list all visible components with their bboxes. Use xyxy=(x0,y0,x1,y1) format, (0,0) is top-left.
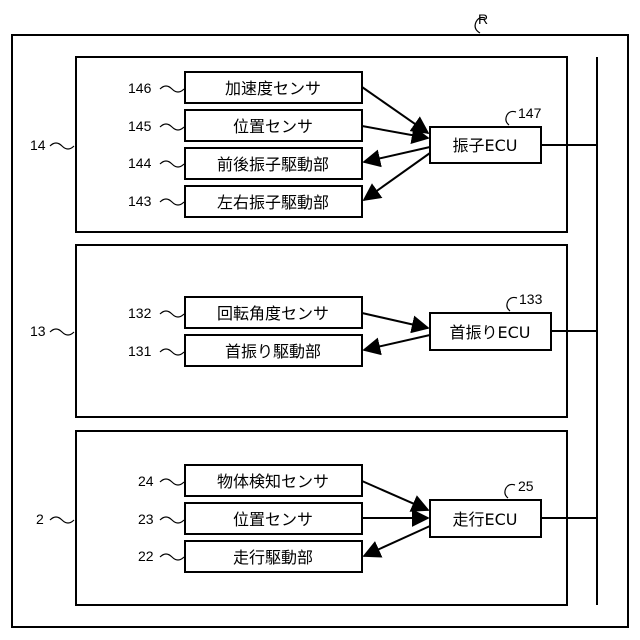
block-label: 前後振子駆動部 xyxy=(217,155,329,174)
ecu-label: 走行ECU xyxy=(453,510,518,529)
group-14: 14 146 加速度センサ 145 位置センサ 144 前後振子駆動部 143 … xyxy=(30,57,597,232)
item-ref-leader xyxy=(160,311,184,317)
ecu-label: 振子ECU xyxy=(453,136,518,155)
group-ref-leader xyxy=(50,143,74,149)
ecu-ref-label: 133 xyxy=(519,291,543,307)
item-ref-leader xyxy=(160,199,184,205)
ecu-ref-leader xyxy=(505,484,515,498)
arrow-sensor-to-ecu xyxy=(362,313,428,328)
arrow-ecu-to-drive xyxy=(364,335,430,350)
item-ref-leader xyxy=(160,479,184,485)
item-ref-label: 132 xyxy=(128,305,152,321)
block-label: 回転角度センサ xyxy=(217,304,329,323)
item-ref-leader xyxy=(160,124,184,130)
arrow-sensor-to-ecu xyxy=(362,87,428,133)
item-ref-leader xyxy=(160,161,184,167)
item-ref-label: 23 xyxy=(138,511,154,527)
item-ref-label: 145 xyxy=(128,118,152,134)
group-2: 2 24 物体検知センサ 23 位置センサ 22 走行駆動部 走行ECU 25 xyxy=(36,431,597,605)
block-label: 加速度センサ xyxy=(225,79,321,98)
item-ref-label: 22 xyxy=(138,548,154,564)
item-ref-leader xyxy=(160,86,184,92)
block-label: 走行駆動部 xyxy=(233,548,313,567)
block-label: 位置センサ xyxy=(233,117,313,136)
item-ref-label: 24 xyxy=(138,473,154,489)
block-label: 物体検知センサ xyxy=(217,472,329,491)
item-ref-label: 146 xyxy=(128,80,152,96)
item-ref-label: 144 xyxy=(128,155,152,171)
group-ref-label: 13 xyxy=(30,323,46,339)
item-ref-label: 143 xyxy=(128,193,152,209)
group-ref-label: 2 xyxy=(36,511,44,527)
group-ref-label: 14 xyxy=(30,137,46,153)
block-label: 位置センサ xyxy=(233,510,313,529)
item-ref-leader xyxy=(160,554,184,560)
arrow-ecu-to-drive xyxy=(364,526,430,556)
ecu-label: 首振りECU xyxy=(450,323,531,342)
ecu-ref-leader xyxy=(507,297,517,311)
ecu-ref-label: 147 xyxy=(518,105,542,121)
item-ref-label: 131 xyxy=(128,343,152,359)
group-ref-leader xyxy=(50,517,74,523)
outer-ref-label: R xyxy=(478,11,488,27)
arrow-sensor-to-ecu xyxy=(362,481,428,510)
block-label: 左右振子駆動部 xyxy=(217,193,329,212)
group-ref-leader xyxy=(50,329,74,335)
ecu-ref-leader xyxy=(506,111,516,125)
group-13: 13 132 回転角度センサ 131 首振り駆動部 首振りECU 133 xyxy=(30,245,597,417)
block-label: 首振り駆動部 xyxy=(225,342,321,361)
item-ref-leader xyxy=(160,517,184,523)
ecu-ref-label: 25 xyxy=(518,478,534,494)
item-ref-leader xyxy=(160,349,184,355)
arrow-sensor-to-ecu xyxy=(362,126,428,138)
